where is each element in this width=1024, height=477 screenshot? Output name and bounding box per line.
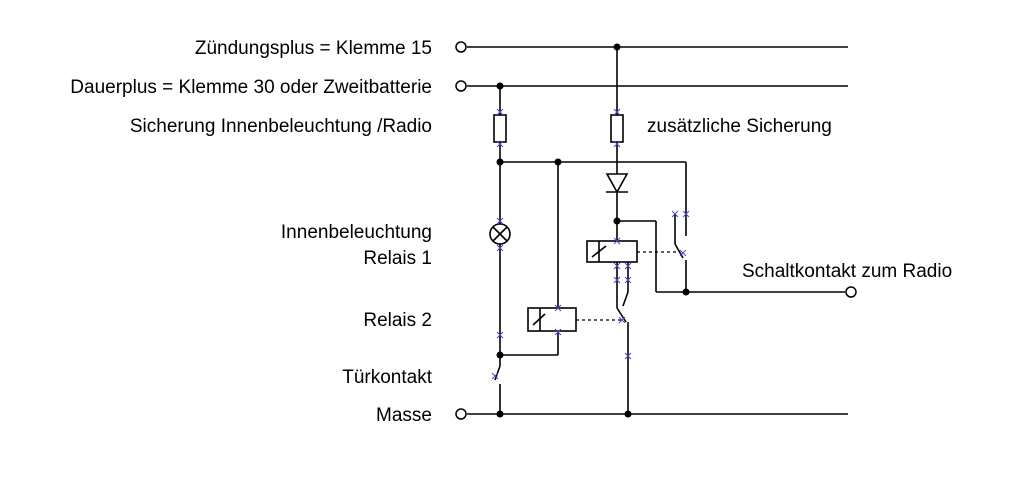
- junction: [613, 217, 621, 225]
- label-door-contact: Türkontakt: [342, 367, 432, 388]
- label-relay2: Relais 2: [363, 310, 432, 331]
- fuse-extra: [610, 114, 624, 143]
- label-fuse-interior: Sicherung Innenbeleuchtung /Radio: [130, 116, 432, 137]
- radio-switch: [674, 243, 684, 259]
- relay2-switch: [616, 307, 627, 323]
- junction: [496, 351, 504, 359]
- junction: [624, 410, 632, 418]
- terminal-radio: [845, 286, 857, 298]
- pin-markers: [491, 108, 690, 380]
- junction: [496, 82, 504, 90]
- label-permanent: Dauerplus = Klemme 30 oder Zweitbatterie: [70, 77, 432, 98]
- relay1-coil: [586, 240, 638, 263]
- terminal-ground: [455, 408, 467, 420]
- label-fuse-extra: zusätzliche Sicherung: [647, 116, 832, 137]
- fuse-interior: [493, 114, 507, 143]
- diode-icon: [605, 173, 629, 194]
- lamp-icon: [489, 223, 511, 245]
- junction: [496, 158, 504, 166]
- label-radio-contact: Schaltkontakt zum Radio: [742, 261, 952, 282]
- relay2-coil: [527, 307, 577, 332]
- junction: [554, 158, 562, 166]
- junction: [613, 43, 621, 51]
- terminal-ignition: [455, 41, 467, 53]
- label-relay1: Relais 1: [363, 248, 432, 269]
- junction: [682, 288, 690, 296]
- junction: [496, 410, 504, 418]
- label-interior-light: Innenbeleuchtung: [281, 222, 432, 243]
- terminal-permanent: [455, 80, 467, 92]
- label-ignition: Zündungsplus = Klemme 15: [195, 38, 432, 59]
- label-ground: Masse: [376, 405, 432, 426]
- relay1-switch: [622, 291, 629, 307]
